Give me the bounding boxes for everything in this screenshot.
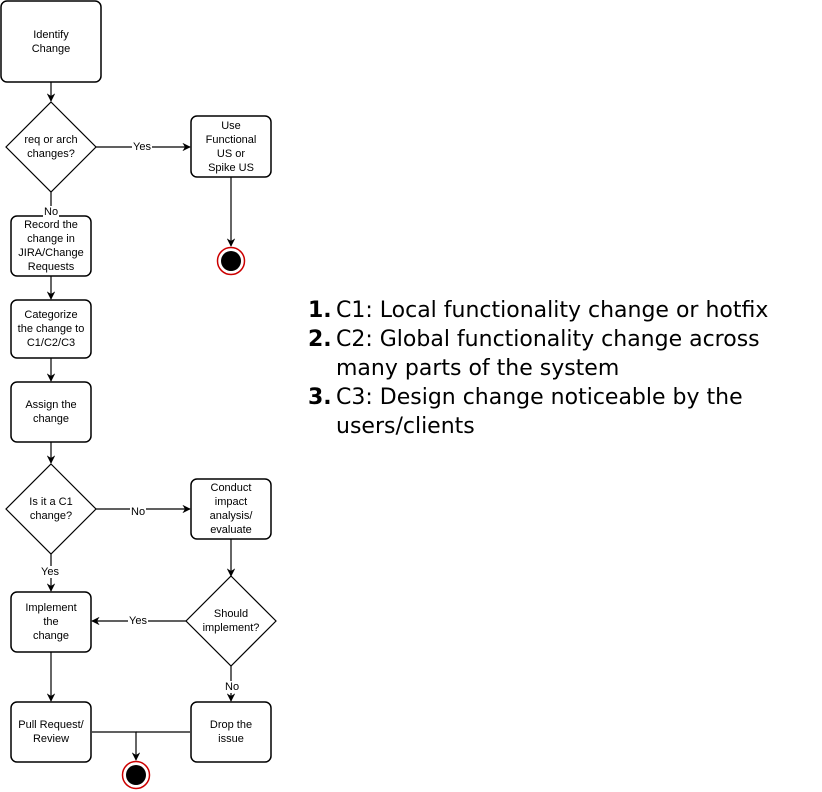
label-should-implement: Should implement? (202, 608, 260, 634)
label-record-change: Record the change in JIRA/Change Request… (18, 219, 84, 273)
node-conduct-impact (190, 478, 272, 540)
legend-item-c3: 3. C3: Design change noticeable by the u… (308, 383, 818, 441)
label-use-functional-us: Use Functional US or Spike US (205, 119, 257, 174)
label-drop-issue: Drop the issue (209, 719, 253, 745)
label-conduct-impact: Conduct impact analysis/ evaluate (209, 482, 253, 536)
node-use-functional-us (190, 115, 272, 178)
label-assign-change: Assign the change (25, 399, 77, 425)
edge-label-req-no: No (43, 206, 60, 218)
edge-label-req-yes: Yes (132, 141, 152, 153)
node-implement-change (10, 591, 92, 653)
legend-item-c1: 1. C1: Local functionality change or hot… (308, 296, 818, 325)
decision-should-implement (185, 575, 277, 667)
end-state-bottom (121, 760, 151, 790)
legend-number: 3. (308, 385, 332, 410)
node-assign-change (10, 381, 92, 443)
connector-merge-to-end (92, 731, 141, 761)
edge-label-c1-no: No (130, 506, 147, 518)
label-categorize-change: Categorize the change to C1/C2/C3 (17, 309, 85, 349)
node-pull-request (10, 701, 92, 763)
node-categorize-change (10, 299, 92, 359)
node-identify-change (0, 0, 102, 83)
legend-text: C2: Global functionality change across m… (336, 327, 760, 381)
end-state-top (216, 246, 246, 276)
legend-item-c2: 2. C2: Global functionality change acros… (308, 325, 818, 383)
decision-c1-change (5, 463, 97, 555)
node-drop-issue (190, 701, 272, 763)
legend-text: C3: Design change noticeable by the user… (336, 385, 743, 439)
label-req-arch-decision: req or arch changes? (24, 134, 78, 160)
legend-text: C1: Local functionality change or hotfix (336, 298, 769, 323)
label-implement-change: Implement the change (25, 602, 77, 642)
legend-number: 2. (308, 327, 332, 352)
label-c1-decision: Is it a C1 change? (29, 496, 73, 522)
category-legend: 1. C1: Local functionality change or hot… (308, 296, 818, 441)
edge-label-should-yes: Yes (128, 615, 148, 627)
legend-number: 1. (308, 298, 332, 323)
label-identify-change: Identify Change (31, 28, 71, 55)
decision-req-or-arch (5, 101, 97, 193)
edge-label-c1-yes: Yes (40, 566, 60, 578)
edge-label-should-no: No (224, 681, 241, 693)
label-pull-request: Pull Request/ Review (18, 719, 84, 745)
